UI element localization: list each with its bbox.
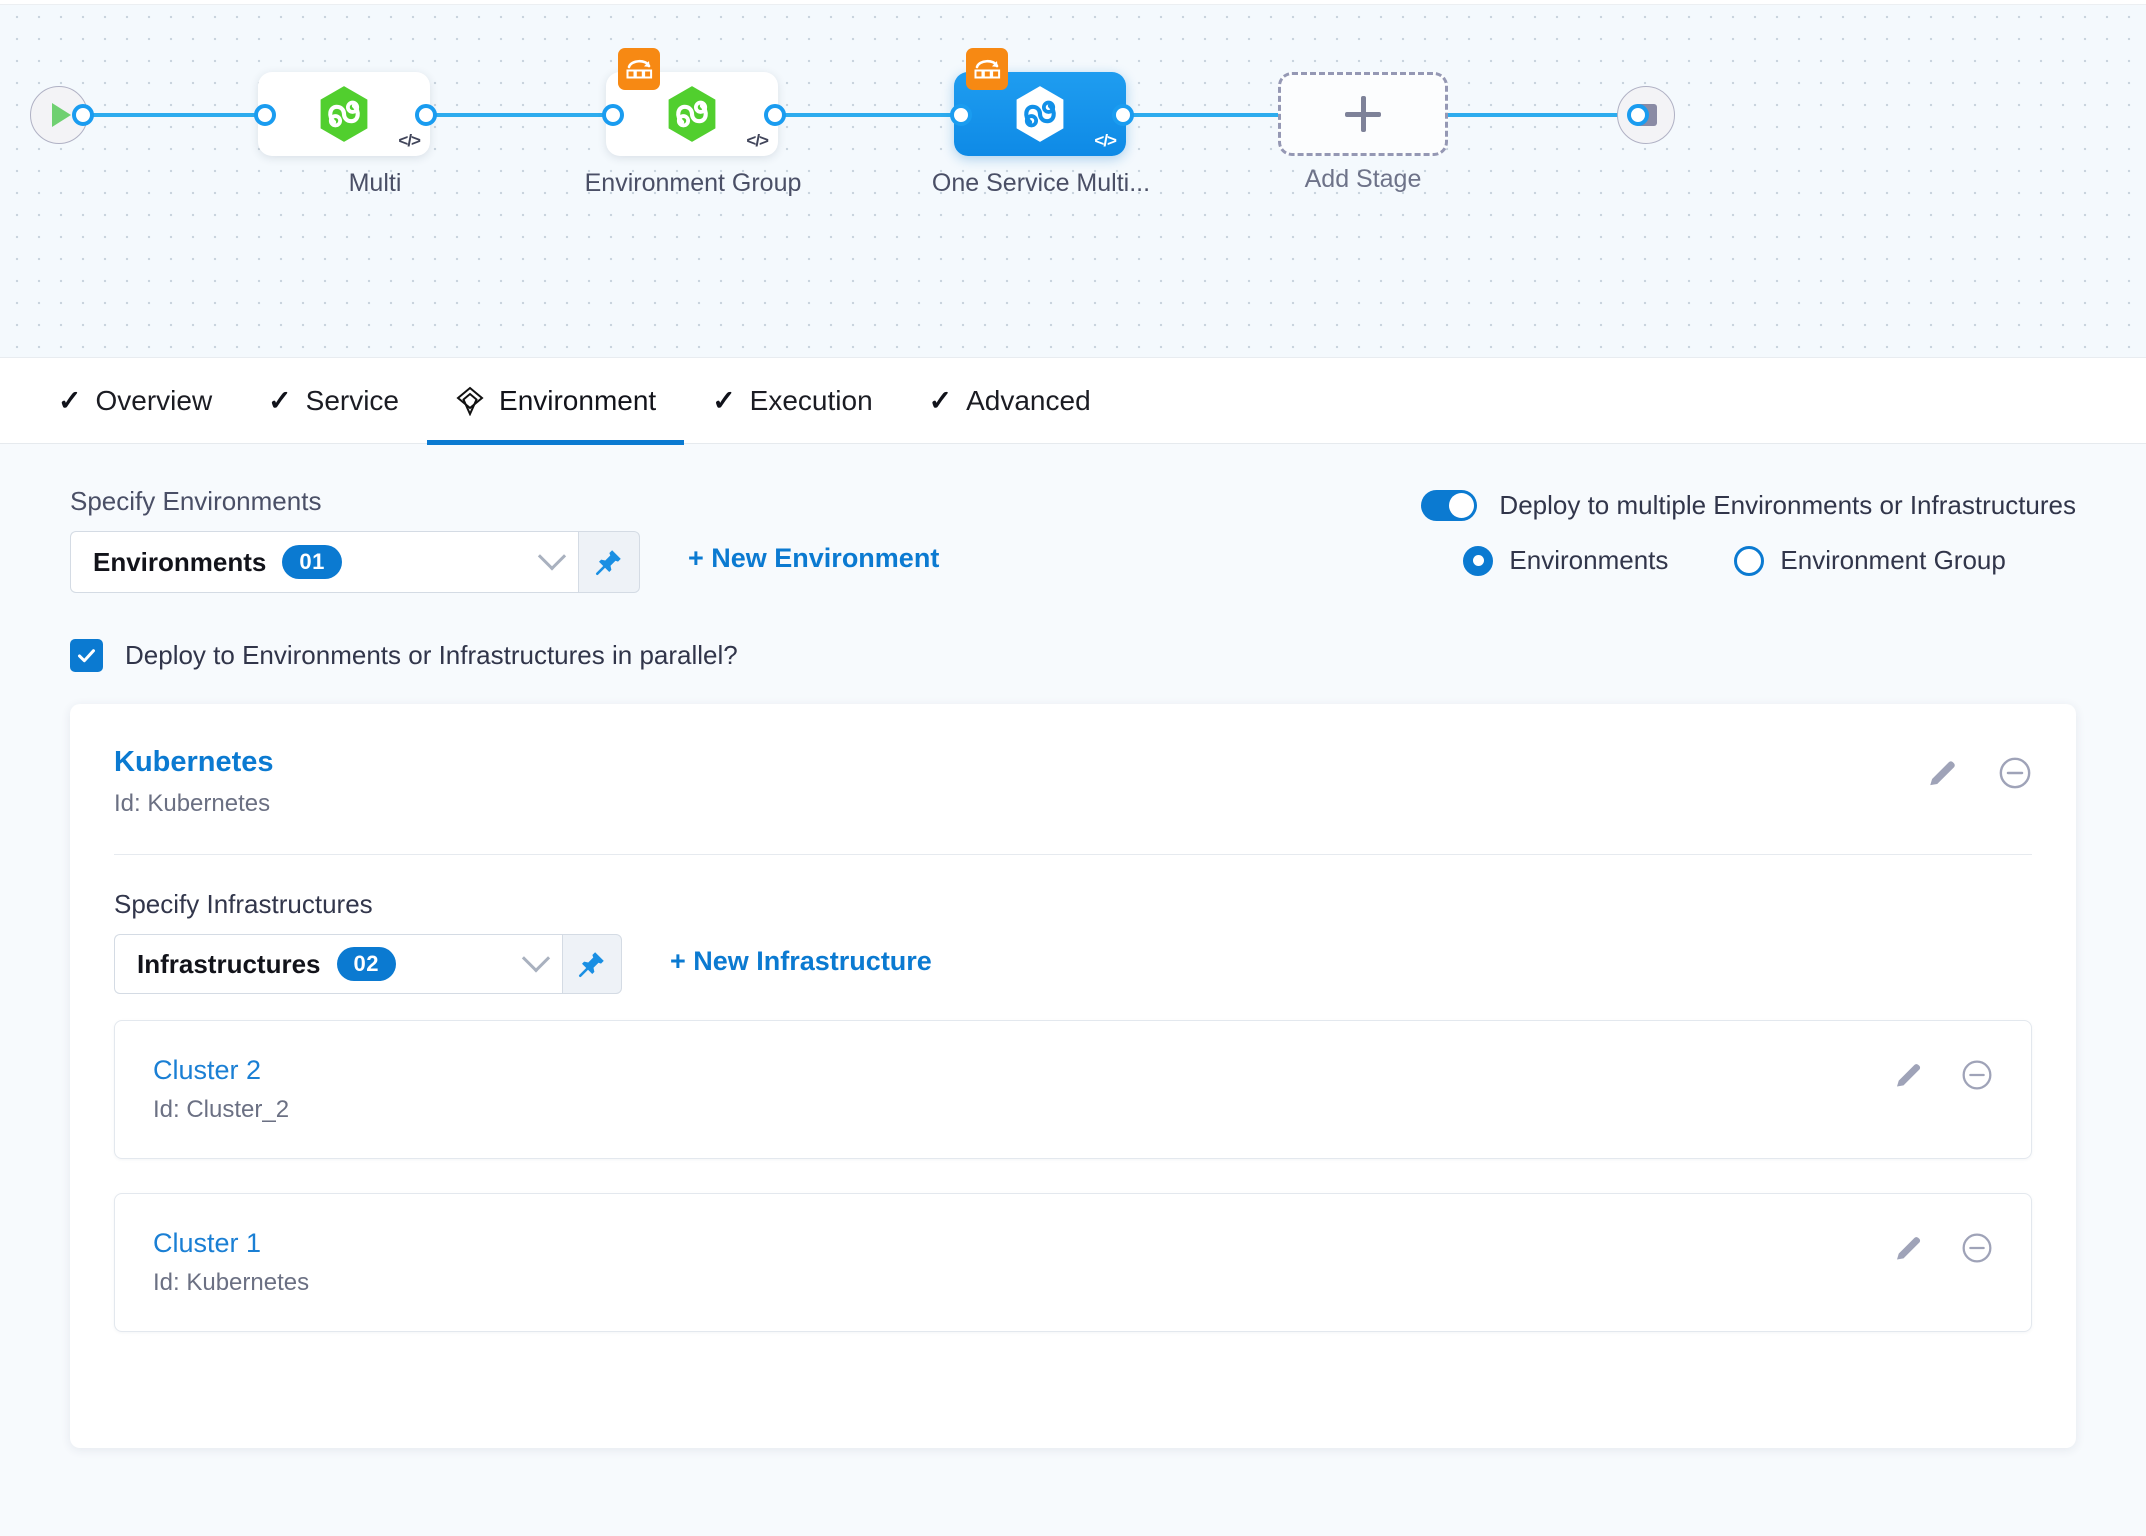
pin-icon [595,550,621,576]
infrastructure-row: Cluster 1 Id: Kubernetes [114,1193,2032,1332]
environments-select-value: Environments [93,546,267,577]
looping-strategy-icon [966,48,1008,90]
specify-infrastructures-label: Specify Infrastructures [114,889,373,919]
stage-label-multi: Multi [348,169,402,197]
plus-icon [1345,111,1381,117]
tab-overview[interactable]: ✓ Overview [30,358,240,444]
code-icon: </> [1094,131,1117,150]
pencil-icon [1897,1237,1921,1260]
layers-icon [456,386,484,416]
stage-node-environment-group[interactable]: </> [606,48,778,156]
tab-label: Environment [499,384,657,416]
check-icon: ✓ [268,384,292,416]
connector-wire [1118,113,1288,117]
pencil-icon [1930,761,1955,786]
tab-label: Service [305,384,400,416]
tab-environment[interactable]: Environment [427,358,685,445]
deploy-parallel-label: Deploy to Environments or Infrastructure… [125,640,738,670]
port-dot[interactable] [415,104,437,126]
radio-icon [1463,545,1494,576]
tab-advanced[interactable]: ✓ Advanced [901,358,1119,444]
edit-infrastructure-button[interactable] [1893,1232,1925,1264]
radio-environments-label: Environments [1509,545,1669,575]
port-dot[interactable] [764,104,786,126]
infrastructure-id: Id: Kubernetes [153,1269,310,1296]
tab-label: Execution [749,384,873,416]
check-icon: ✓ [58,384,82,416]
infrastructure-id: Id: Cluster_2 [153,1096,290,1123]
stage-node-one-service-multi[interactable]: </> [954,48,1126,156]
looping-strategy-icon [618,48,660,90]
play-icon [52,103,71,127]
code-icon: </> [746,131,769,150]
edit-environment-button[interactable] [1926,756,1960,790]
radio-environments[interactable]: Environments [1463,545,1668,576]
harness-hexagon-icon [1016,86,1064,142]
check-icon: ✓ [928,384,953,416]
environment-panel: Specify Environments Environments 01 [0,444,2146,1536]
radio-icon [1734,545,1765,576]
pipeline-canvas[interactable]: </> Multi </> [0,0,2146,358]
infrastructures-select[interactable]: Infrastructures 02 [114,934,562,994]
pencil-icon [1897,1064,1921,1087]
new-infrastructure-button[interactable]: + New Infrastructure [670,946,932,976]
connector-wire [770,113,968,117]
infrastructure-name[interactable]: Cluster 1 [153,1228,262,1258]
deploy-parallel-checkbox[interactable] [70,639,103,672]
stage-label-one-service-multi: One Service Multi... [931,169,1151,197]
connector-wire [78,113,268,117]
tab-service[interactable]: ✓ Service [240,358,427,444]
port-dot[interactable] [602,104,624,126]
deploy-multiple-label: Deploy to multiple Environments or Infra… [1499,490,2076,520]
radio-environment-group[interactable]: Environment Group [1734,545,2006,576]
chevron-down-icon [521,944,551,973]
infrastructures-count-badge: 02 [336,947,396,981]
edit-infrastructure-button[interactable] [1893,1059,1925,1091]
minus-circle-icon [1962,1233,1992,1263]
divider [114,854,2032,855]
port-dot[interactable] [950,104,972,126]
chevron-down-icon [537,542,567,571]
pin-environments-button[interactable] [578,531,640,593]
add-stage-label: Add Stage [1304,165,1422,193]
minus-circle-icon [1999,757,2031,789]
remove-environment-button[interactable] [1998,756,2032,790]
add-stage-button[interactable] [1278,72,1448,156]
check-icon: ✓ [712,384,736,416]
environments-select[interactable]: Environments 01 [70,531,578,593]
tab-execution[interactable]: ✓ Execution [684,358,900,444]
deploy-multiple-toggle[interactable] [1421,490,1478,521]
specify-environments-label: Specify Environments [70,486,322,516]
port-dot[interactable] [254,104,276,126]
environment-id: Id: Kubernetes [114,790,271,817]
remove-infrastructure-button[interactable] [1961,1059,1993,1091]
port-dot[interactable] [1112,104,1134,126]
remove-infrastructure-button[interactable] [1961,1232,1993,1264]
check-icon [78,649,95,663]
connector-wire [1440,113,1640,117]
pin-icon [578,952,604,978]
infrastructure-row: Cluster 2 Id: Cluster_2 [114,1020,2032,1159]
infrastructures-select-value: Infrastructures [137,948,321,979]
stage-tabs: ✓ Overview ✓ Service Environment ✓ Execu… [0,358,2146,445]
environments-count-badge: 01 [282,545,342,579]
stage-label-environment-group: Environment Group [584,169,802,197]
harness-hexagon-icon [320,86,368,142]
connector-wire [420,113,620,117]
port-dot[interactable] [72,104,94,126]
stage-node-multi[interactable]: </> [258,72,430,156]
tab-label: Advanced [966,384,1091,416]
infrastructure-name[interactable]: Cluster 2 [153,1055,262,1085]
pin-infrastructures-button[interactable] [562,934,622,994]
environment-name[interactable]: Kubernetes [114,746,274,778]
radio-environment-group-label: Environment Group [1780,545,2006,575]
harness-hexagon-icon [668,86,716,142]
port-dot[interactable] [1627,104,1649,126]
tab-label: Overview [95,384,213,416]
toggle-knob [1449,493,1475,518]
code-icon: </> [398,131,421,150]
minus-circle-icon [1962,1060,1992,1090]
environment-card: Kubernetes Id: Kubernetes Spe [70,704,2076,1448]
new-environment-button[interactable]: + New Environment [688,543,940,573]
